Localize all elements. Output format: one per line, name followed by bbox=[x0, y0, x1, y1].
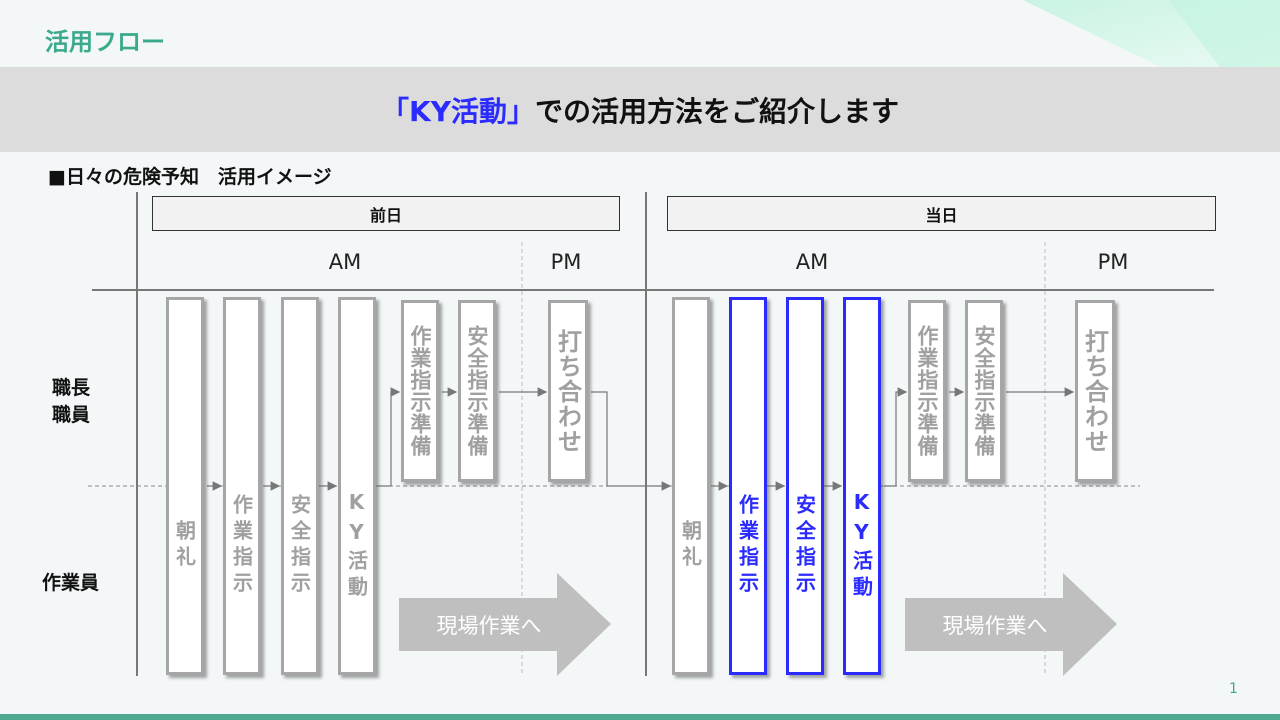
section-title: ■日々の危険予知 活用イメージ bbox=[48, 166, 332, 188]
to-site-label: 現場作業へ bbox=[436, 613, 542, 638]
step-ky-prev: KY活動 bbox=[338, 297, 376, 675]
step-safety-prep-prev: 安全指示準備 bbox=[458, 300, 496, 482]
banner-text: での活用方法をご紹介します bbox=[534, 94, 899, 128]
step-safety-prep-today: 安全指示準備 bbox=[965, 300, 1003, 482]
time-am-prev: AM bbox=[328, 250, 362, 274]
page-number: 1 bbox=[1229, 681, 1238, 697]
step-work-instr-today: 作業指示 bbox=[729, 297, 767, 675]
banner-highlight: 「KY活動」 bbox=[381, 94, 535, 128]
step-work-prep-today: 作業指示準備 bbox=[908, 300, 946, 482]
page-header-title: 活用フロー bbox=[45, 28, 165, 56]
to-site-label: 現場作業へ bbox=[942, 613, 1048, 638]
banner: 「KY活動」での活用方法をご紹介します bbox=[0, 67, 1280, 152]
arrow-right-icon bbox=[399, 573, 611, 676]
role-staff-label: 職員 bbox=[52, 404, 91, 426]
step-morning-prev: 朝礼 bbox=[166, 297, 204, 675]
step-meeting-prev: 打ち合わせ bbox=[548, 300, 588, 482]
arrow-right-icon bbox=[905, 573, 1117, 676]
step-morning-today: 朝礼 bbox=[672, 297, 710, 675]
to-site-arrow-today: 現場作業へ bbox=[905, 573, 1117, 676]
day-header-prev: 前日 bbox=[152, 196, 620, 231]
time-am-today: AM bbox=[795, 250, 829, 274]
role-worker: 作業員 bbox=[42, 572, 100, 594]
time-pm-today: PM bbox=[1097, 250, 1129, 274]
step-ky-today: KY活動 bbox=[843, 297, 881, 675]
day-header-today: 当日 bbox=[667, 196, 1216, 231]
to-site-arrow-prev: 現場作業へ bbox=[399, 573, 611, 676]
role-foreman-label: 職長 bbox=[52, 377, 91, 399]
step-safety-instr-prev: 安全指示 bbox=[281, 297, 319, 675]
step-work-prep-prev: 作業指示準備 bbox=[401, 300, 439, 482]
step-work-instr-prev: 作業指示 bbox=[223, 297, 261, 675]
role-foreman: 職長職員 bbox=[52, 375, 90, 429]
step-meeting-today: 打ち合わせ bbox=[1075, 300, 1115, 482]
footer-bar bbox=[0, 714, 1280, 720]
corner-decoration bbox=[1023, 0, 1280, 67]
time-pm-prev: PM bbox=[550, 250, 582, 274]
step-safety-instr-today: 安全指示 bbox=[786, 297, 824, 675]
